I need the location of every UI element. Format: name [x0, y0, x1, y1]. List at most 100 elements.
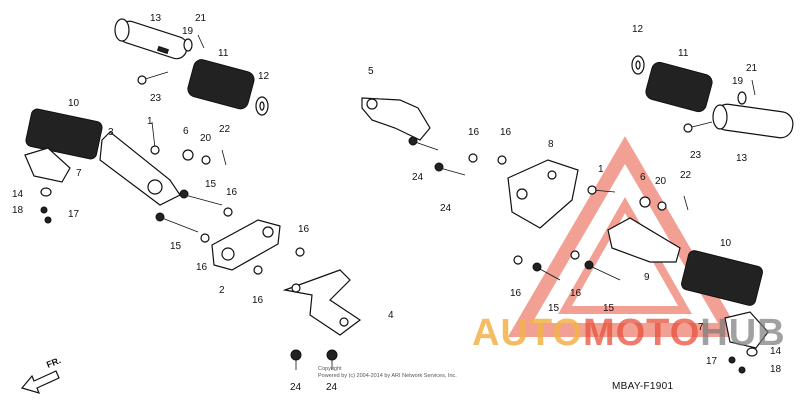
mount-plate-8 — [507, 159, 579, 229]
watermark-hub: HUB — [700, 312, 786, 354]
pin-13-left — [114, 18, 188, 60]
callout-18-right: 18 — [770, 364, 782, 375]
callout-24-center-a: 24 — [412, 172, 424, 183]
callout-8: 8 — [548, 139, 554, 150]
callout-3: 3 — [108, 127, 114, 138]
callout-15-left-b: 15 — [170, 241, 182, 252]
callout-16-left-c: 16 — [298, 224, 310, 235]
mount-plate-2 — [211, 219, 281, 271]
callout-2: 2 — [219, 285, 225, 296]
bolt-17-right — [728, 356, 736, 364]
callout-15-right-b: 15 — [603, 303, 615, 314]
diagram-code: MBAY-F1901 — [612, 381, 674, 392]
bracket-5 — [361, 97, 431, 141]
washer-16-left-d — [253, 265, 263, 275]
callout-16-left-a: 16 — [226, 187, 238, 198]
callout-14-left: 14 — [12, 189, 24, 200]
watermark-logo: AUTOMOTOHUB — [472, 312, 786, 355]
callout-16-center-c: 16 — [510, 288, 522, 299]
callout-16-center-d: 16 — [570, 288, 582, 299]
cotter-pin-21-right — [751, 79, 756, 96]
washer-20-left — [201, 155, 211, 165]
watermark-moto: MOTO — [582, 312, 701, 354]
bolt-18-right — [738, 366, 746, 374]
callout-20-left: 20 — [200, 133, 212, 144]
callout-23-left: 23 — [150, 93, 162, 104]
callout-11-left: 11 — [218, 48, 229, 59]
callout-6-right: 6 — [640, 172, 646, 183]
callout-17-left: 17 — [68, 209, 80, 220]
bracket-7-right — [724, 311, 769, 349]
callout-12-right: 12 — [632, 24, 644, 35]
washer-19-right — [737, 91, 747, 105]
pin-1-left — [150, 121, 160, 155]
direction-label: FR. — [45, 355, 62, 370]
callout-22-right: 22 — [680, 170, 692, 181]
callout-5: 5 — [368, 66, 374, 77]
callout-4: 4 — [388, 310, 394, 321]
callout-21-right: 21 — [746, 63, 758, 74]
callout-11-right: 11 — [678, 48, 689, 59]
pin-13-right — [712, 103, 794, 139]
washer-16-center-a — [468, 153, 478, 163]
callout-12-left: 12 — [258, 71, 270, 82]
callout-6-left: 6 — [183, 126, 189, 137]
bolt-23-right — [683, 121, 713, 133]
bolt-24-center-b — [434, 162, 466, 176]
washer-16-center-b — [497, 155, 507, 165]
cotter-22-right — [683, 195, 689, 211]
bolt-15-right-b — [584, 260, 621, 281]
callout-19-right: 19 — [732, 76, 744, 87]
washer-16-left-a — [223, 207, 233, 217]
bolt-15-left-a — [179, 189, 223, 206]
cotter-22-left — [221, 149, 227, 166]
callout-22-left: 22 — [219, 124, 231, 135]
washer-16-center-d — [570, 250, 580, 260]
washer-12-right — [631, 55, 645, 75]
callout-24-left-a: 24 — [290, 382, 302, 393]
nut-14-right — [746, 347, 758, 357]
bolt-15-right-a — [532, 262, 561, 281]
washer-16-left-b — [200, 233, 210, 243]
callout-24-left-b: 24 — [326, 382, 338, 393]
callout-15-right-a: 15 — [548, 303, 560, 314]
callout-labels: 13 21 19 11 12 23 10 3 1 6 20 22 7 14 18… — [12, 13, 782, 393]
callout-9: 9 — [644, 272, 650, 283]
spring-6-left — [182, 149, 194, 161]
callout-20-right: 20 — [655, 176, 667, 187]
washer-20-right — [657, 201, 667, 211]
bolt-24-left-b — [326, 349, 338, 370]
pin-1-right — [587, 185, 616, 195]
bolt-24-center-a — [408, 136, 439, 151]
washer-12-left — [255, 96, 269, 116]
spring-6-right — [639, 196, 651, 208]
callout-10-left: 10 — [68, 98, 80, 109]
washer-16-center-c — [513, 255, 523, 265]
bracket-4 — [282, 269, 362, 336]
footpeg-arm-9 — [607, 217, 681, 263]
callout-19-left: 19 — [182, 26, 194, 37]
washer-19-left — [183, 38, 193, 52]
bolt-15-left-b — [155, 212, 199, 233]
bolt-17-left — [44, 216, 52, 224]
nut-14-left — [40, 187, 52, 197]
callout-16-left-b: 16 — [196, 262, 208, 273]
callout-13-left: 13 — [150, 13, 162, 24]
footpeg-rubber-10-left — [25, 108, 103, 160]
callout-7-right: 7 — [698, 322, 704, 333]
watermark-auto: AUTO — [472, 312, 583, 354]
callout-15-left-a: 15 — [205, 179, 217, 190]
footpeg-rubber-10-right — [681, 250, 763, 306]
bolt-23-left — [137, 71, 169, 85]
rubber-grip-11-right — [645, 61, 713, 113]
bolt-18-left — [40, 206, 48, 214]
callout-1-left: 1 — [147, 116, 153, 127]
callout-18-left: 18 — [12, 205, 24, 216]
callout-14-right: 14 — [770, 346, 782, 357]
callout-10-right: 10 — [720, 238, 732, 249]
washer-16-left-c — [295, 247, 305, 257]
callout-16-left-d: 16 — [252, 295, 264, 306]
callout-7-left: 7 — [76, 168, 82, 179]
rubber-grip-11-left — [187, 59, 255, 110]
